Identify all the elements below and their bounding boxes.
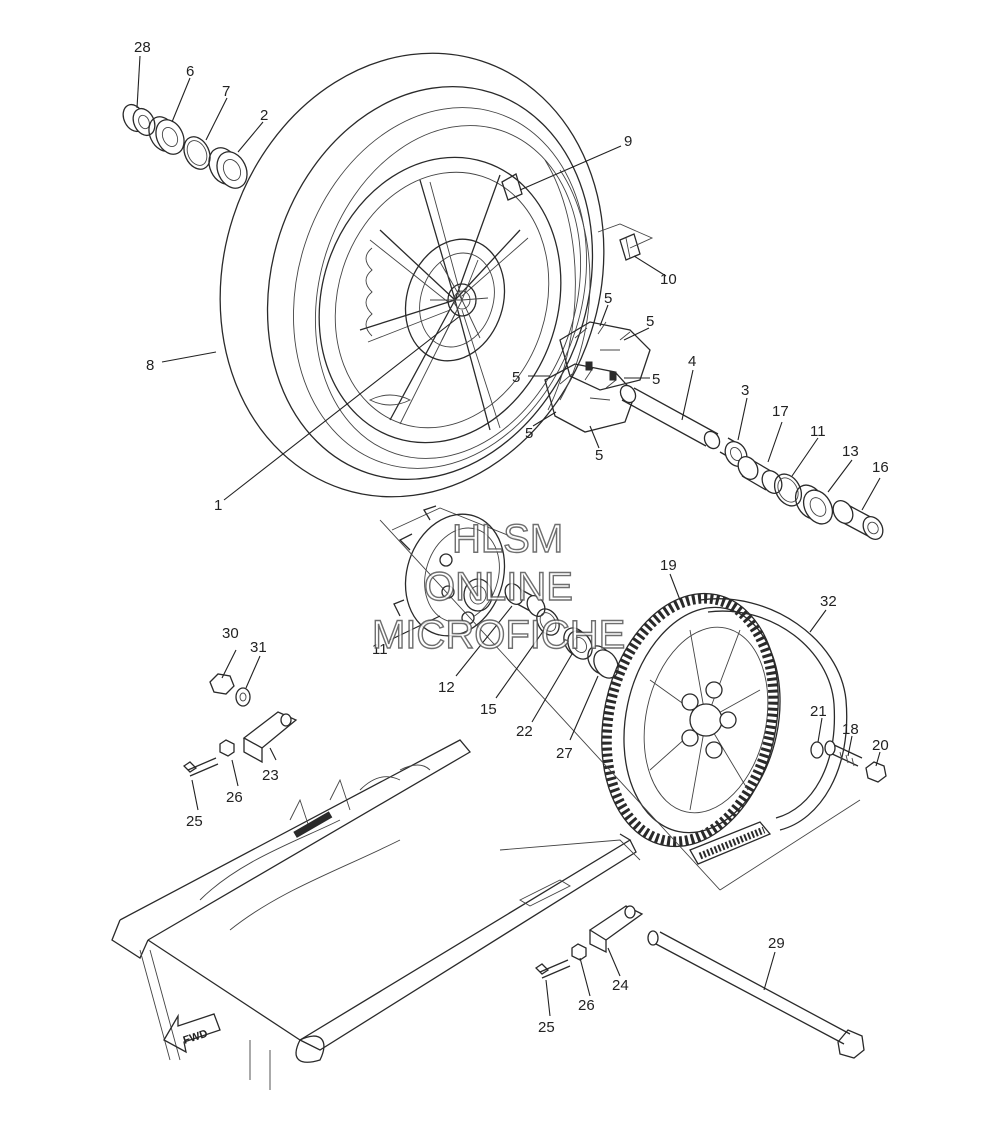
callout-4: 4 xyxy=(688,353,696,370)
rear-axle-part-29 xyxy=(647,930,865,1059)
callout-9: 9 xyxy=(624,133,632,150)
callout-25-lower: 25 xyxy=(538,1019,555,1036)
watermark: HLSM ONLINE MICROFICHE xyxy=(371,516,626,657)
callout-25-upper: 25 xyxy=(186,813,203,830)
bearing-stack-right xyxy=(719,437,884,540)
callout-11-right: 11 xyxy=(810,423,826,440)
wheel-damper-rubbers xyxy=(544,321,651,433)
watermark-line-3: MICROFICHE xyxy=(372,613,625,657)
callout-15: 15 xyxy=(480,701,497,718)
callout-20: 20 xyxy=(872,737,889,754)
bearing-stack-left xyxy=(122,103,248,189)
callout-22: 22 xyxy=(516,723,533,740)
callout-5-e: 5 xyxy=(525,425,533,442)
pulley-bolt-set xyxy=(810,740,887,783)
swingarm xyxy=(111,519,861,1090)
callout-28: 28 xyxy=(134,39,151,56)
rear-wheel-rim xyxy=(318,156,562,444)
callout-26-upper: 26 xyxy=(226,789,243,806)
clip-part-10 xyxy=(597,223,654,261)
callout-1: 1 xyxy=(214,497,222,514)
callout-2: 2 xyxy=(260,107,268,124)
callout-12: 12 xyxy=(438,679,455,696)
callout-26-lower: 26 xyxy=(578,997,595,1014)
drive-belt-part-32 xyxy=(689,598,848,865)
leader-lines xyxy=(136,55,881,1017)
callout-7: 7 xyxy=(222,83,230,100)
callout-18: 18 xyxy=(842,721,859,738)
callout-21: 21 xyxy=(810,703,827,720)
callout-10: 10 xyxy=(660,271,677,288)
callout-23: 23 xyxy=(262,767,279,784)
callout-13: 13 xyxy=(842,443,859,460)
callout-30: 30 xyxy=(222,625,239,642)
callout-5-c: 5 xyxy=(512,369,520,386)
callout-27: 27 xyxy=(556,745,573,762)
callout-29: 29 xyxy=(768,935,785,952)
callout-6: 6 xyxy=(186,63,194,80)
callout-8: 8 xyxy=(146,357,154,374)
axle-adjuster-lower xyxy=(534,905,644,979)
callout-31: 31 xyxy=(250,639,267,656)
callout-11-hub: 11 xyxy=(372,641,388,658)
axle-tube-part-4 xyxy=(619,384,721,450)
callout-24: 24 xyxy=(612,977,629,994)
callout-5-f: 5 xyxy=(595,447,603,464)
rear-tire xyxy=(219,52,605,498)
callout-5-a: 5 xyxy=(604,290,612,307)
callout-labels: 28 6 7 2 9 10 8 1 5 5 5 5 5 5 4 3 17 11 … xyxy=(134,39,889,1036)
fwd-label: FWD xyxy=(182,1028,210,1047)
callout-19: 19 xyxy=(660,557,677,574)
callout-32: 32 xyxy=(820,593,837,610)
axle-adjuster-upper xyxy=(182,673,298,777)
callout-16: 16 xyxy=(872,459,889,476)
callout-5-b: 5 xyxy=(646,313,654,330)
callout-3: 3 xyxy=(741,382,749,399)
watermark-line-1: HLSM xyxy=(452,517,563,561)
hub-bearings-12-15-22-27 xyxy=(504,583,619,679)
callout-5-d: 5 xyxy=(652,371,660,388)
callout-17: 17 xyxy=(772,403,789,420)
watermark-line-2: ONLINE xyxy=(424,565,573,609)
driven-hub-part-11 xyxy=(391,505,521,637)
